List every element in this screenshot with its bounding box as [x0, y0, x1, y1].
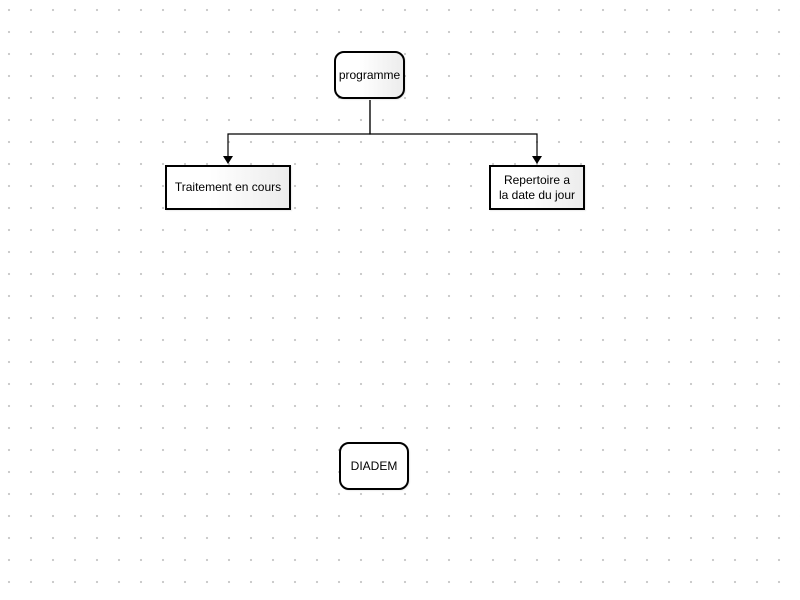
- node-programme-label: programme: [338, 67, 401, 82]
- connector-programme-to-traitement[interactable]: [223, 100, 371, 164]
- connector-programme-to-repertoire[interactable]: [369, 100, 542, 164]
- node-diadem[interactable]: DIADEM: [339, 442, 409, 490]
- node-repertoire-date-du-jour[interactable]: Repertoire a la date du jour: [489, 165, 585, 210]
- node-traitement-en-cours[interactable]: Traitement en cours: [165, 165, 291, 210]
- node-programme[interactable]: programme: [334, 51, 405, 99]
- node-traitement-label: Traitement en cours: [174, 180, 282, 194]
- node-repertoire-label: Repertoire a la date du jour: [498, 172, 576, 202]
- node-diadem-label: DIADEM: [350, 458, 398, 473]
